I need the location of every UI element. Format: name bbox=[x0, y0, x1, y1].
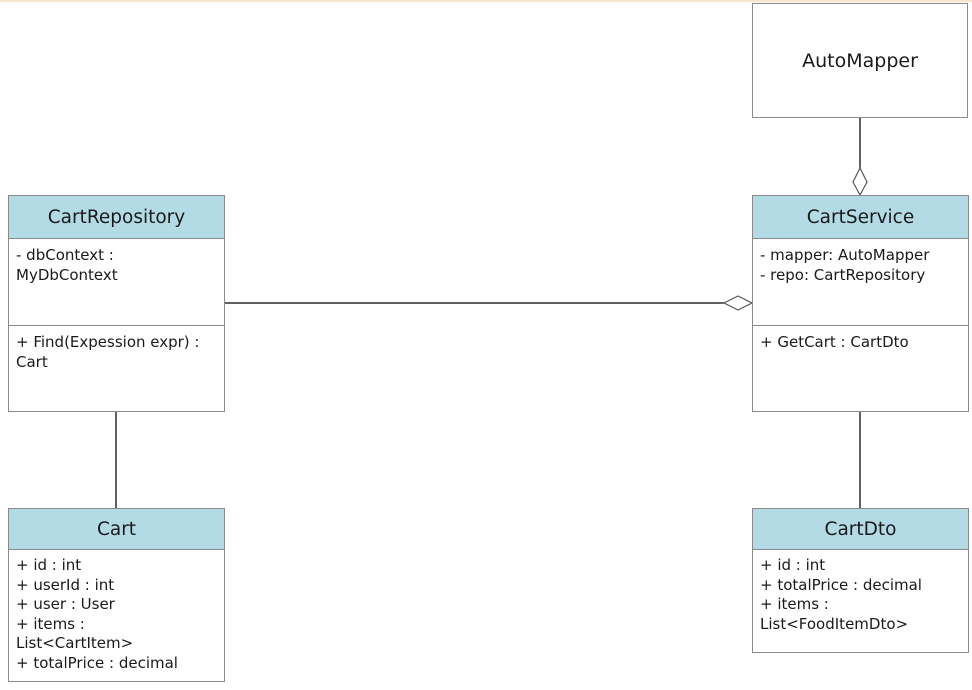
cartservice-attributes: - mapper: AutoMapper - repo: CartReposit… bbox=[753, 239, 968, 325]
cart-attribute: + totalPrice : decimal bbox=[16, 653, 178, 672]
cartdto-header: CartDto bbox=[753, 509, 968, 550]
top-edge-line bbox=[0, 0, 972, 2]
cartrepository-class[interactable]: CartRepository - dbContext : MyDbContext… bbox=[8, 195, 225, 412]
cartrepository-methods: + Find(Expession expr) : Cart bbox=[9, 325, 224, 412]
cartdto-attribute: + items : List<FoodItemDto> bbox=[760, 595, 909, 633]
cartservice-methods: + GetCart : CartDto bbox=[753, 325, 968, 412]
cartdto-class[interactable]: CartDto + id : int + totalPrice : decima… bbox=[752, 508, 969, 653]
cartservice-method: + GetCart : CartDto bbox=[760, 333, 909, 351]
aggregation-diamond-middle bbox=[722, 295, 754, 311]
cartdto-attribute: + id : int bbox=[760, 556, 826, 574]
cart-class-name: Cart bbox=[96, 518, 137, 540]
cartdto-attribute: + totalPrice : decimal bbox=[760, 575, 922, 594]
cart-attribute: + items : List<CartItem> bbox=[16, 614, 134, 653]
automapper-class-name: AutoMapper bbox=[802, 49, 918, 72]
cartrepository-attribute: - dbContext : MyDbContext bbox=[16, 246, 118, 284]
cartdto-attributes: + id : int + totalPrice : decimal + item… bbox=[753, 550, 968, 652]
cart-attribute: + userId : int bbox=[16, 575, 115, 594]
aggregation-diamond-top bbox=[852, 166, 868, 197]
cartservice-attribute: - mapper: AutoMapper bbox=[760, 246, 930, 264]
cartservice-class-name: CartService bbox=[806, 206, 915, 228]
cart-attributes: + id : int + userId : int + user : User … bbox=[9, 550, 224, 681]
cart-attribute: + user : User bbox=[16, 595, 115, 613]
cart-class[interactable]: Cart + id : int + userId : int + user : … bbox=[8, 508, 225, 682]
cartrepository-method: + Find(Expession expr) : Cart bbox=[16, 333, 200, 371]
cartrepository-attributes: - dbContext : MyDbContext bbox=[9, 239, 224, 325]
cartservice-attribute: - repo: CartRepository bbox=[760, 265, 926, 284]
cartdto-class-name: CartDto bbox=[824, 518, 897, 540]
cartservice-header: CartService bbox=[753, 196, 968, 239]
automapper-class[interactable]: AutoMapper bbox=[752, 3, 968, 118]
cartservice-class[interactable]: CartService - mapper: AutoMapper - repo:… bbox=[752, 195, 969, 412]
cart-attribute: + id : int bbox=[16, 556, 82, 574]
cartrepository-class-name: CartRepository bbox=[47, 206, 186, 228]
cartrepository-header: CartRepository bbox=[9, 196, 224, 239]
cart-header: Cart bbox=[9, 509, 224, 550]
